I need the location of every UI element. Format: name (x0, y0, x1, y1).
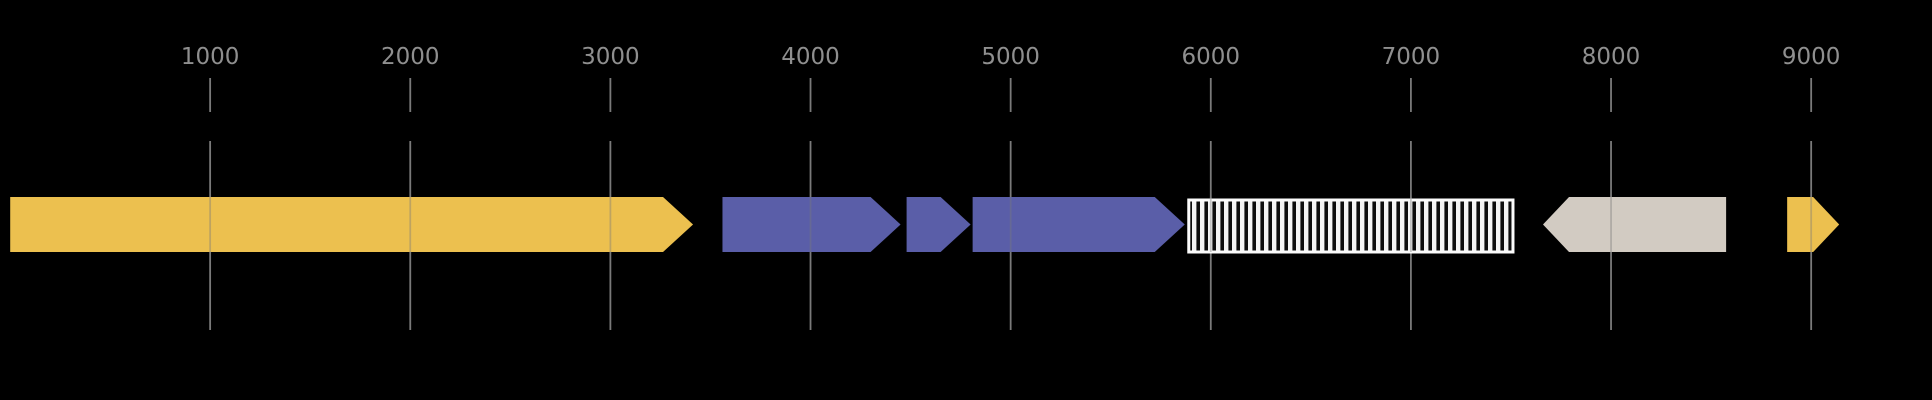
feature-5-hatched-box (1187, 198, 1515, 254)
gridline-overlay-group (209, 197, 1813, 252)
axis-tick-label: 9000 (1782, 44, 1841, 70)
axis-tick-label: 3000 (581, 44, 640, 70)
feature-2-indigo-arrow (722, 197, 901, 252)
axis-tick-label: 1000 (181, 44, 240, 70)
axis-tick-label: 2000 (381, 44, 440, 70)
axis-tick-label: 6000 (1182, 44, 1241, 70)
feature-6-beige-arrow (1542, 197, 1727, 252)
feature-7-gold-arrow (1787, 197, 1840, 252)
feature-3-indigo-arrow (906, 197, 971, 252)
feature-1-gold-arrow (10, 197, 694, 252)
features-group (10, 197, 1840, 254)
axis-tick-label: 7000 (1382, 44, 1441, 70)
axis-tick-labels-group: 1000 2000 3000 4000 5000 6000 7000 8000 9000 (181, 44, 1841, 70)
axis-tick-label: 5000 (981, 44, 1040, 70)
axis-tick-label: 4000 (781, 44, 840, 70)
axis-tick-label: 8000 (1582, 44, 1641, 70)
feature-4-indigo-arrow (972, 197, 1185, 252)
